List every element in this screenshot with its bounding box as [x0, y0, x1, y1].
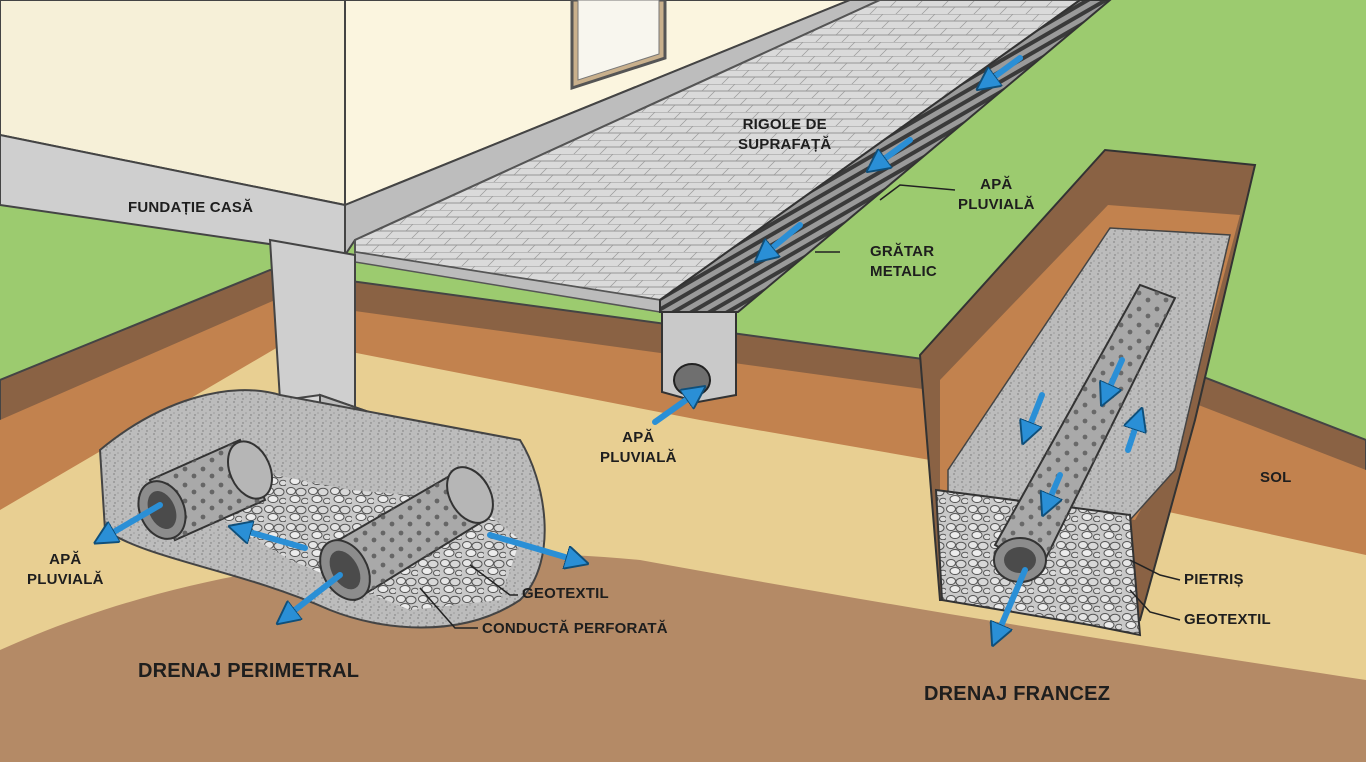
arrow-left-out: [100, 502, 163, 540]
geotextile-left-label: GEOTEXTIL: [522, 585, 609, 602]
foundation-pillar: [268, 238, 356, 412]
arrow-french-mid: [1045, 472, 1063, 510]
french-drain-title: DRENAJ FRANCEZ: [924, 683, 1111, 705]
arrow-right-side: [487, 532, 582, 562]
arrow-channel: [652, 390, 700, 425]
foundation-label: FUNDAȚIE CASĂ: [128, 199, 254, 216]
rainwater-middle-label: APĂ PLUVIALĂ: [600, 429, 677, 466]
metal-grate-label: GRĂTAR METALIC: [870, 243, 937, 280]
arrow-grate-3: [760, 222, 803, 258]
arrow-right-out: [282, 572, 343, 620]
arrow-french-down-2: [1104, 357, 1125, 400]
arrow-french-down-1: [1025, 392, 1045, 438]
geotextile-right-label: GEOTEXTIL: [1184, 611, 1271, 628]
arrow-french-out: [995, 567, 1028, 640]
arrow-grate-1: [982, 55, 1023, 86]
arrow-left-in: [235, 528, 308, 551]
arrow-french-up: [1128, 414, 1140, 453]
surface-channels-label: RIGOLE DE SUPRAFAȚĂ: [738, 116, 832, 153]
rainwater-top-label: APĂ PLUVIALĂ: [958, 176, 1035, 213]
arrow-grate-2: [872, 137, 913, 168]
gravel-label: PIETRIȘ: [1184, 571, 1244, 588]
perimeter-drain-title: DRENAJ PERIMETRAL: [138, 660, 360, 682]
water-arrows: [100, 55, 1140, 640]
perforated-pipe-label: CONDUCTĂ PERFORATĂ: [482, 620, 668, 637]
perforated-pipe-left: [137, 438, 273, 542]
rainwater-left-label: APĂ PLUVIALĂ: [27, 551, 104, 588]
leader-lines: [419, 184, 1181, 629]
soil-label: SOL: [1260, 469, 1292, 486]
